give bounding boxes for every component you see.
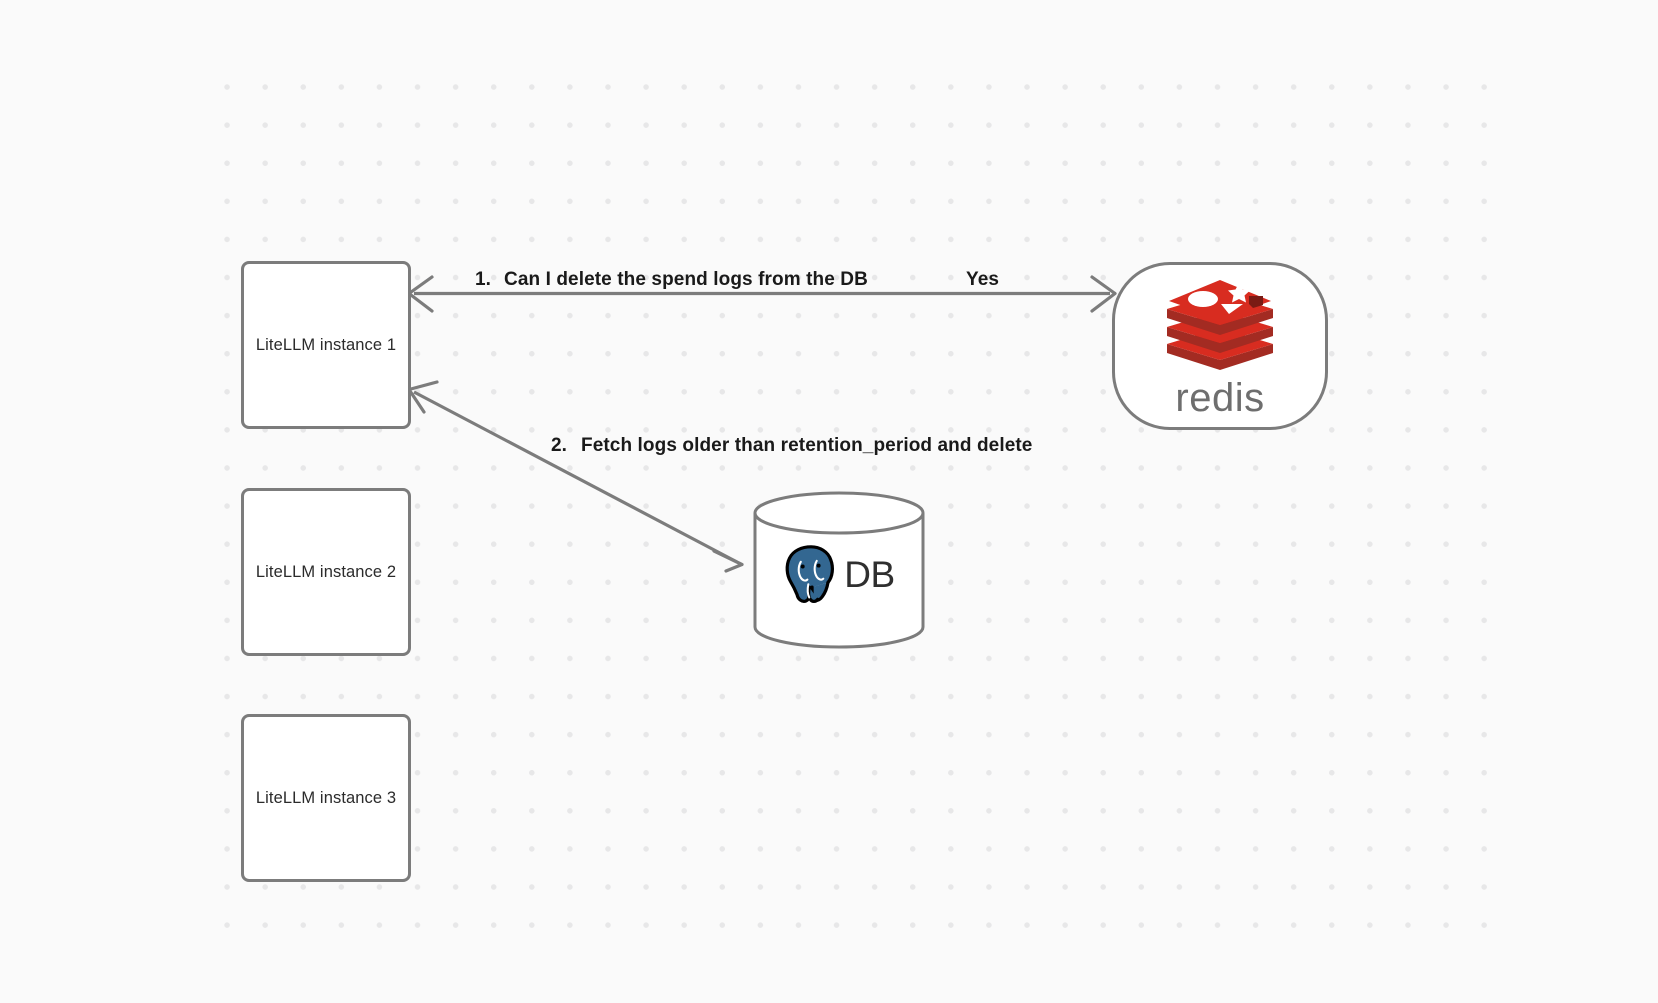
node-litellm-instance-1[interactable]: LiteLLM instance 1 bbox=[241, 261, 411, 429]
postgres-elephant-icon bbox=[785, 545, 835, 604]
db-label: DB bbox=[844, 553, 895, 595]
redis-logo-icon bbox=[1167, 280, 1273, 370]
node-label-instance-1: LiteLLM instance 1 bbox=[255, 335, 397, 354]
edge-2-connector bbox=[407, 380, 744, 573]
redis-wordmark: redis bbox=[1175, 376, 1265, 420]
node-label-instance-2: LiteLLM instance 2 bbox=[255, 562, 397, 581]
edge-1-step-number: 1. bbox=[475, 269, 492, 290]
node-litellm-instance-3[interactable]: LiteLLM instance 3 bbox=[241, 714, 411, 882]
node-redis[interactable]: redis bbox=[1112, 262, 1328, 430]
node-database[interactable]: DB bbox=[753, 491, 925, 649]
edge-2-step-number: 2. bbox=[551, 435, 568, 456]
edge-1-label: Can I delete the spend logs from the DB bbox=[504, 269, 868, 290]
edge-2-label: Fetch logs older than retention_period a… bbox=[581, 435, 1033, 456]
db-logo-row: DB bbox=[753, 543, 925, 605]
cylinder-shape bbox=[753, 491, 925, 649]
node-litellm-instance-2[interactable]: LiteLLM instance 2 bbox=[241, 488, 411, 656]
edge-1-answer-label: Yes bbox=[966, 269, 1000, 290]
node-label-instance-3: LiteLLM instance 3 bbox=[255, 788, 397, 807]
